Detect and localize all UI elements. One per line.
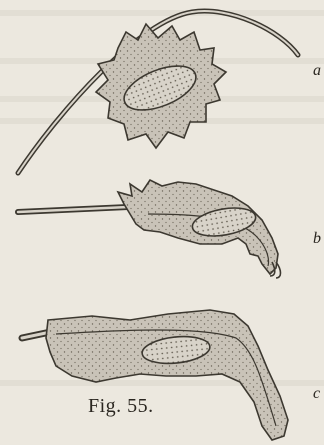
cell-c [22, 310, 288, 440]
figure-caption: Fig. 55. [88, 395, 154, 418]
cell-a [18, 11, 298, 173]
panel-label-c: c [313, 385, 320, 403]
panel-label-a: a [313, 62, 321, 80]
cell-b [18, 180, 281, 278]
panel-label-b: b [313, 230, 321, 248]
